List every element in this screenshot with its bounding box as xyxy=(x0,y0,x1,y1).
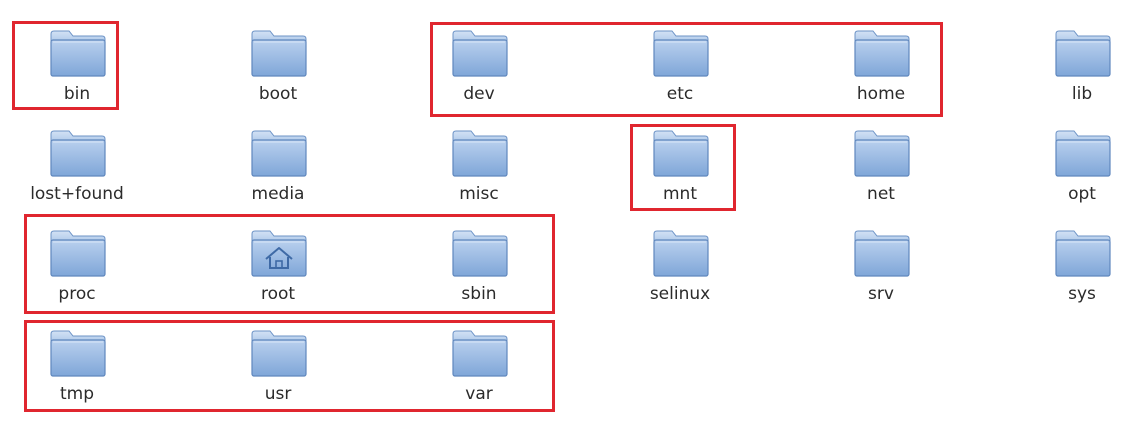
folder-label: lost+found xyxy=(30,184,124,204)
highlight-box-tmp-usr-var xyxy=(24,320,555,412)
folder-misc[interactable]: misc xyxy=(419,126,539,218)
folder-icon xyxy=(250,28,308,78)
folder-icon xyxy=(853,228,911,278)
folder-proc[interactable]: proc xyxy=(17,226,137,318)
folder-icon xyxy=(49,128,107,178)
folder-icon xyxy=(1054,228,1112,278)
folder-usr[interactable]: usr xyxy=(218,326,338,418)
folder-label: tmp xyxy=(59,384,95,404)
folder-lib[interactable]: lib xyxy=(1022,26,1128,118)
folder-icon xyxy=(49,28,107,78)
folder-icon xyxy=(250,128,308,178)
folder-label: boot xyxy=(258,84,298,104)
folder-label: misc xyxy=(459,184,499,204)
folder-icon xyxy=(49,328,107,378)
folder-sbin[interactable]: sbin xyxy=(419,226,539,318)
folder-icon xyxy=(652,128,710,178)
folder-home[interactable]: home xyxy=(821,26,941,118)
folder-label: selinux xyxy=(649,284,711,304)
folder-label: home xyxy=(856,84,906,104)
folder-label: net xyxy=(867,184,895,204)
folder-bin[interactable]: bin xyxy=(17,26,137,118)
folder-label: var xyxy=(465,384,493,404)
folder-icon xyxy=(853,28,911,78)
folder-selinux[interactable]: selinux xyxy=(620,226,740,318)
home-folder-icon xyxy=(250,228,308,278)
folder-label: opt xyxy=(1068,184,1096,204)
folder-etc[interactable]: etc xyxy=(620,26,740,118)
folder-label: proc xyxy=(58,284,96,304)
folder-icon xyxy=(652,228,710,278)
folder-icon xyxy=(49,228,107,278)
highlight-box-dev-etc-home xyxy=(430,22,943,117)
folder-root[interactable]: root xyxy=(218,226,338,318)
highlight-box-proc-root-sbin xyxy=(24,214,555,314)
folder-label: lib xyxy=(1071,84,1093,104)
folder-lost-found[interactable]: lost+found xyxy=(17,126,137,218)
folder-icon xyxy=(451,328,509,378)
folder-dev[interactable]: dev xyxy=(419,26,539,118)
folder-icon xyxy=(250,328,308,378)
highlight-box-mnt xyxy=(630,124,736,211)
folder-icon xyxy=(853,128,911,178)
folder-label: etc xyxy=(666,84,694,104)
folder-sys[interactable]: sys xyxy=(1022,226,1128,318)
folder-label: mnt xyxy=(663,184,697,204)
folder-label: sbin xyxy=(461,284,497,304)
folder-icon xyxy=(1054,28,1112,78)
folder-srv[interactable]: srv xyxy=(821,226,941,318)
folder-icon xyxy=(451,228,509,278)
folder-icon xyxy=(451,28,509,78)
folder-mnt[interactable]: mnt xyxy=(620,126,740,218)
folder-media[interactable]: media xyxy=(218,126,338,218)
folder-label: srv xyxy=(868,284,894,304)
folder-var[interactable]: var xyxy=(419,326,539,418)
folder-label: dev xyxy=(463,84,495,104)
folder-icon xyxy=(1054,128,1112,178)
folder-label: bin xyxy=(63,84,91,104)
folder-tmp[interactable]: tmp xyxy=(17,326,137,418)
folder-icon xyxy=(451,128,509,178)
folder-opt[interactable]: opt xyxy=(1022,126,1128,218)
folder-icon xyxy=(652,28,710,78)
highlight-box-bin xyxy=(12,21,119,110)
folder-label: media xyxy=(251,184,305,204)
folder-label: usr xyxy=(264,384,292,404)
folder-boot[interactable]: boot xyxy=(218,26,338,118)
folder-label: sys xyxy=(1068,284,1096,304)
folder-net[interactable]: net xyxy=(821,126,941,218)
folder-label: root xyxy=(260,284,296,304)
